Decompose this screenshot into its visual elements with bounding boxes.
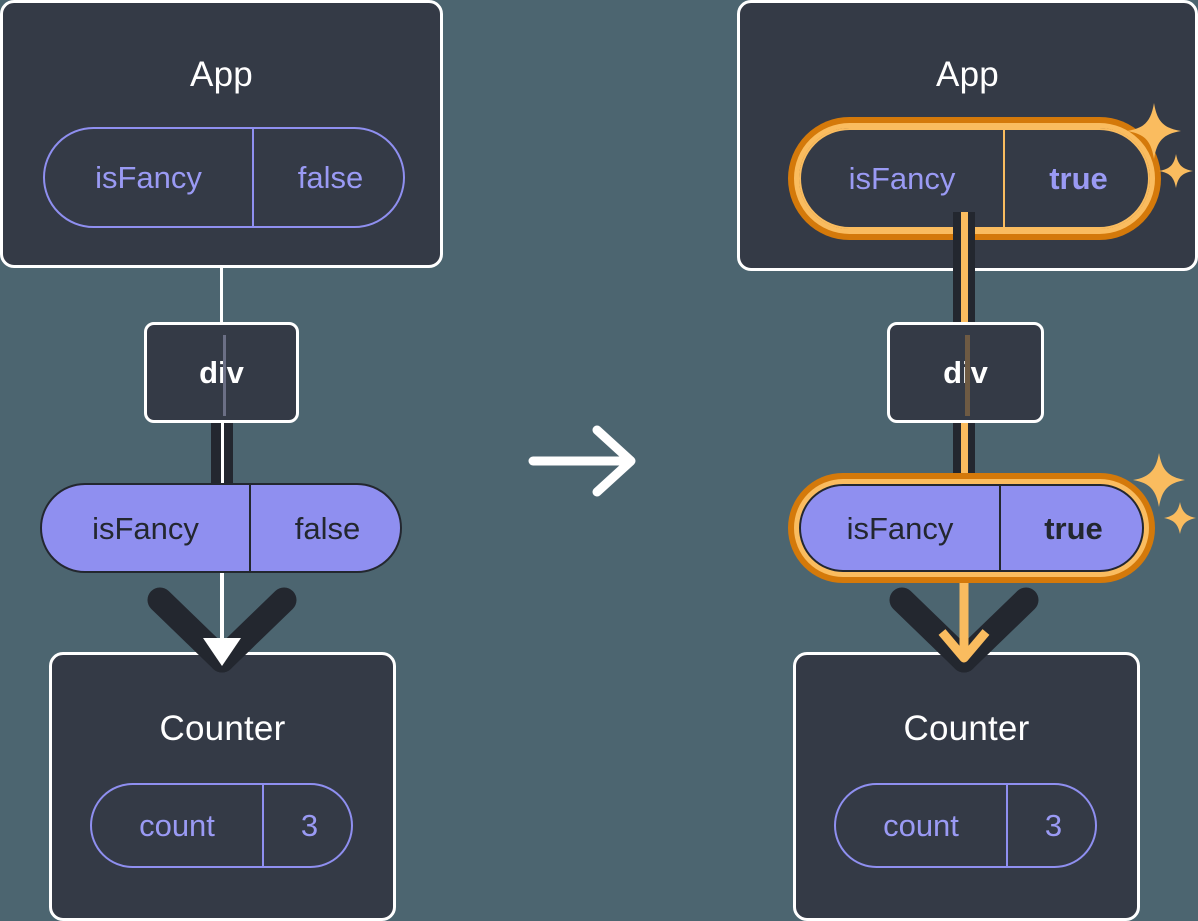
props-pill-before: isFancy false (40, 483, 402, 573)
state-arrow-white-before (203, 568, 241, 666)
props-pill-value-before: false (249, 485, 404, 571)
app-state-pill-value-after: true (1003, 130, 1152, 227)
counter-state-pill-value-before: 3 (262, 785, 355, 866)
props-pill-after: isFancy true (799, 484, 1144, 572)
div-node-before: div (144, 322, 299, 423)
app-state-pill-name-after: isFancy (848, 161, 956, 196)
app-state-pill-name-before: isFancy (95, 160, 202, 195)
div-node-after: div (887, 322, 1044, 423)
props-pill-name-after: isFancy (846, 510, 954, 546)
transition-arrow-icon (528, 425, 636, 497)
state-arrow-orange-after (938, 568, 990, 663)
counter-state-pill-before: count 3 (90, 783, 353, 868)
app-state-pill-value-before: false (252, 129, 407, 226)
props-pill-value-after: true (999, 486, 1146, 570)
counter-panel-after: Counter count 3 (793, 652, 1140, 921)
counter-state-pill-value-after: 3 (1006, 785, 1099, 866)
app-state-pill-before: isFancy false (43, 127, 405, 228)
connector-through-div-after (965, 335, 970, 416)
counter-panel-title-after: Counter (903, 709, 1030, 748)
app-panel-title-before: App (190, 55, 253, 94)
connector-through-div-before (223, 335, 226, 416)
counter-panel-before: Counter count 3 (49, 652, 396, 921)
div-node-label-before: div (199, 354, 244, 390)
counter-state-pill-after: count 3 (834, 783, 1097, 868)
connector-div-to-props-after (953, 421, 975, 487)
connector-app-to-div-after (953, 212, 975, 327)
connector-app-to-div-before (220, 266, 223, 324)
connector-div-to-props-before (211, 421, 233, 485)
counter-panel-title-before: Counter (159, 709, 286, 748)
counter-state-pill-name-after: count (883, 808, 959, 843)
counter-state-pill-name-before: count (139, 808, 215, 843)
app-panel-title-after: App (936, 55, 999, 94)
app-panel-before: App isFancy false (0, 0, 443, 268)
props-pill-name-before: isFancy (92, 510, 199, 546)
